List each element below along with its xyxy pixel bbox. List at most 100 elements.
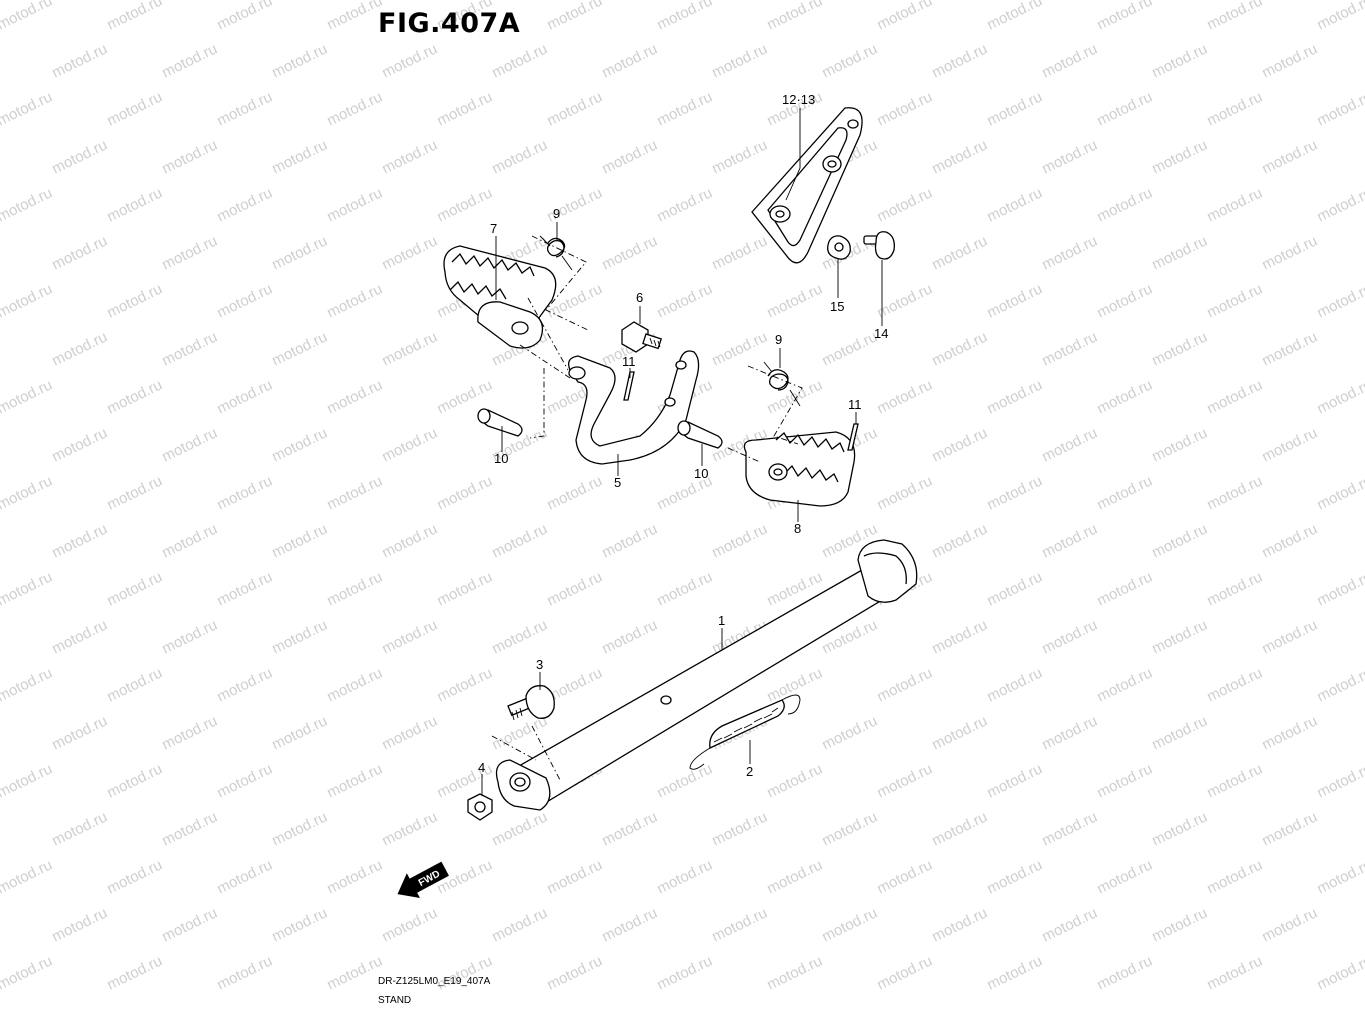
- watermark-text: motod.ru: [379, 808, 440, 849]
- callout-2: 2: [746, 764, 753, 779]
- watermark-text: motod.ru: [1259, 136, 1320, 177]
- watermark-text: motod.ru: [1314, 376, 1365, 417]
- watermark-text: motod.ru: [709, 520, 770, 561]
- watermark-text: motod.ru: [1094, 952, 1155, 993]
- watermark-text: motod.ru: [269, 232, 330, 273]
- watermark-text: motod.ru: [984, 184, 1045, 225]
- watermark-text: motod.ru: [654, 184, 715, 225]
- watermark-text: motod.ru: [324, 952, 385, 993]
- watermark-text: motod.ru: [1314, 88, 1365, 129]
- watermark-text: motod.ru: [489, 520, 550, 561]
- watermark-text: motod.ru: [0, 568, 55, 609]
- side-stand-part-1: [495, 539, 918, 811]
- watermark-text: motod.ru: [49, 136, 110, 177]
- watermark-text: motod.ru: [489, 40, 550, 81]
- callout-10-right: 10: [694, 466, 708, 481]
- watermark-text: motod.ru: [379, 424, 440, 465]
- callout-15: 15: [830, 299, 844, 314]
- spring-part-2: [689, 694, 801, 770]
- watermark-text: motod.ru: [654, 88, 715, 129]
- watermark-text: motod.ru: [269, 616, 330, 657]
- watermark-text: motod.ru: [874, 376, 935, 417]
- watermark-text: motod.ru: [434, 568, 495, 609]
- callout-8: 8: [794, 521, 801, 536]
- watermark-text: motod.ru: [1314, 280, 1365, 321]
- watermark-text: motod.ru: [874, 88, 935, 129]
- watermark-text: motod.ru: [1039, 328, 1100, 369]
- watermark-text: motod.ru: [654, 280, 715, 321]
- watermark-text: motod.ru: [379, 232, 440, 273]
- watermark-text: motod.ru: [764, 856, 825, 897]
- watermark-text: motod.ru: [104, 856, 165, 897]
- watermark-text: motod.ru: [214, 88, 275, 129]
- watermark-text: motod.ru: [0, 856, 55, 897]
- watermark-text: motod.ru: [984, 664, 1045, 705]
- watermark-text: motod.ru: [654, 568, 715, 609]
- watermark-text: motod.ru: [929, 328, 990, 369]
- watermark-text: motod.ru: [104, 472, 165, 513]
- watermark-text: motod.ru: [269, 904, 330, 945]
- watermark-text: motod.ru: [0, 184, 55, 225]
- watermark-text: motod.ru: [1094, 0, 1155, 34]
- callout-9-right: 9: [775, 332, 782, 347]
- watermark-text: motod.ru: [434, 760, 495, 801]
- watermark-text: motod.ru: [1149, 328, 1210, 369]
- watermark-layer: motod.ru motod.ru motod.ru motod.ru motod.ru…: [0, 0, 1365, 994]
- watermark-text: motod.ru: [764, 664, 825, 705]
- watermark-text: motod.ru: [874, 0, 935, 34]
- watermark-text: motod.ru: [0, 88, 55, 129]
- watermark-text: motod.ru: [159, 424, 220, 465]
- watermark-text: motod.ru: [1204, 472, 1265, 513]
- watermark-text: motod.ru: [709, 232, 770, 273]
- watermark-text: motod.ru: [269, 712, 330, 753]
- callout-4: 4: [478, 760, 485, 775]
- watermark-text: motod.ru: [49, 424, 110, 465]
- watermark-text: motod.ru: [1094, 472, 1155, 513]
- watermark-text: motod.ru: [929, 232, 990, 273]
- watermark-text: motod.ru: [324, 472, 385, 513]
- watermark-text: motod.ru: [269, 40, 330, 81]
- watermark-text: motod.ru: [104, 568, 165, 609]
- watermark-text: motod.ru: [819, 712, 880, 753]
- watermark-text: motod.ru: [434, 472, 495, 513]
- watermark-text: motod.ru: [929, 616, 990, 657]
- watermark-text: motod.ru: [1039, 808, 1100, 849]
- watermark-text: motod.ru: [1314, 472, 1365, 513]
- watermark-text: motod.ru: [984, 952, 1045, 993]
- watermark-text: motod.ru: [104, 280, 165, 321]
- watermark-text: motod.ru: [104, 0, 165, 34]
- watermark-text: motod.ru: [214, 376, 275, 417]
- watermark-text: motod.ru: [1094, 376, 1155, 417]
- pin-part-10b: [677, 420, 723, 449]
- watermark-text: motod.ru: [1204, 376, 1265, 417]
- callout-3: 3: [536, 657, 543, 672]
- watermark-text: motod.ru: [1039, 40, 1100, 81]
- watermark-text: motod.ru: [214, 184, 275, 225]
- watermark-text: motod.ru: [544, 568, 605, 609]
- watermark-text: motod.ru: [599, 232, 660, 273]
- watermark-text: motod.ru: [434, 664, 495, 705]
- watermark-text: motod.ru: [1314, 664, 1365, 705]
- model-code: DR-Z125LM0_E19_407A: [378, 976, 491, 987]
- watermark-text: motod.ru: [819, 904, 880, 945]
- watermark-text: motod.ru: [1314, 760, 1365, 801]
- watermark-text: motod.ru: [159, 616, 220, 657]
- watermark-text: motod.ru: [1039, 520, 1100, 561]
- bolt-part-14: [863, 231, 895, 260]
- watermark-text: motod.ru: [1039, 136, 1100, 177]
- watermark-text: motod.ru: [1259, 520, 1320, 561]
- callout-5: 5: [614, 475, 621, 490]
- watermark-text: motod.ru: [49, 712, 110, 753]
- watermark-text: motod.ru: [1259, 904, 1320, 945]
- callout-14: 14: [874, 326, 888, 341]
- watermark-text: motod.ru: [1094, 856, 1155, 897]
- watermark-text: motod.ru: [709, 136, 770, 177]
- watermark-text: motod.ru: [1204, 184, 1265, 225]
- pin-part-10a: [477, 408, 523, 437]
- watermark-text: motod.ru: [214, 0, 275, 34]
- watermark-text: motod.ru: [874, 760, 935, 801]
- watermark-text: motod.ru: [1204, 760, 1265, 801]
- watermark-text: motod.ru: [49, 232, 110, 273]
- watermark-text: motod.ru: [1259, 616, 1320, 657]
- callout-11-left: 11: [622, 354, 636, 369]
